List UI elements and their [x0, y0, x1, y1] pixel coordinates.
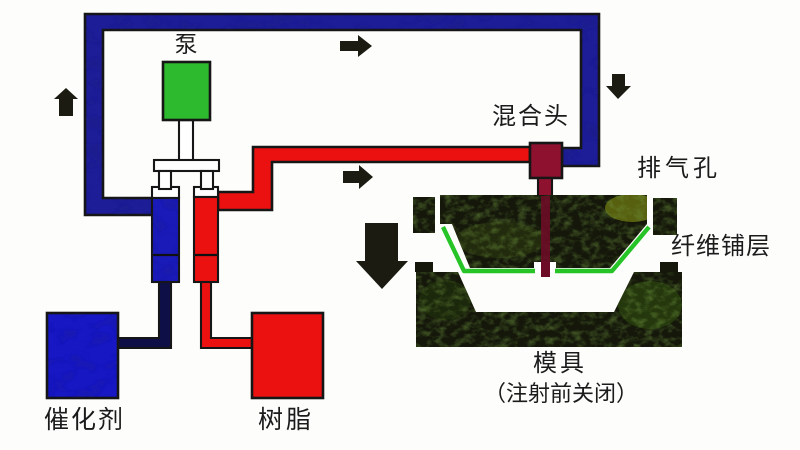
pump-leg-left — [157, 169, 173, 191]
pump-label: 泵 — [174, 32, 198, 58]
resin-feed-pipe — [199, 280, 254, 350]
fiber-layup-label: 纤维铺层 — [671, 232, 771, 260]
loop-down-arrow-icon — [606, 74, 631, 99]
mold-tab-left — [415, 262, 433, 272]
pump-leg-right — [199, 169, 215, 191]
sprue-channel — [541, 196, 550, 262]
pump-piston-rod — [177, 118, 195, 163]
injection-down-arrow-icon — [356, 223, 408, 289]
sprue-gate-tip — [541, 261, 550, 277]
fiber-layup-line-left — [441, 226, 535, 274]
mold-label: 模具 — [533, 349, 587, 377]
injection-nozzle — [536, 176, 554, 199]
mixing-head — [528, 141, 564, 180]
catalyst-feed-pipe — [116, 280, 173, 350]
blue-texture — [47, 14, 599, 398]
resin-label: 树脂 — [258, 405, 315, 434]
resin-right-arrow-icon — [343, 165, 373, 189]
mold-note-label: （注射前关闭） — [483, 382, 638, 407]
resin-tank — [250, 311, 325, 400]
loop-up-arrow-icon — [54, 88, 78, 116]
loop-right-arrow-icon — [340, 35, 372, 57]
vent-hole-label: 排气孔 — [637, 154, 721, 182]
pump-body — [161, 60, 212, 122]
resin-cylinder — [192, 195, 220, 284]
pump-crossbar — [152, 158, 221, 173]
catalyst-label: 催化剂 — [44, 405, 126, 434]
mixing-head-label: 混合头 — [492, 102, 570, 130]
fiber-layup-line-right — [555, 225, 651, 274]
mold-tab-right — [660, 262, 678, 272]
